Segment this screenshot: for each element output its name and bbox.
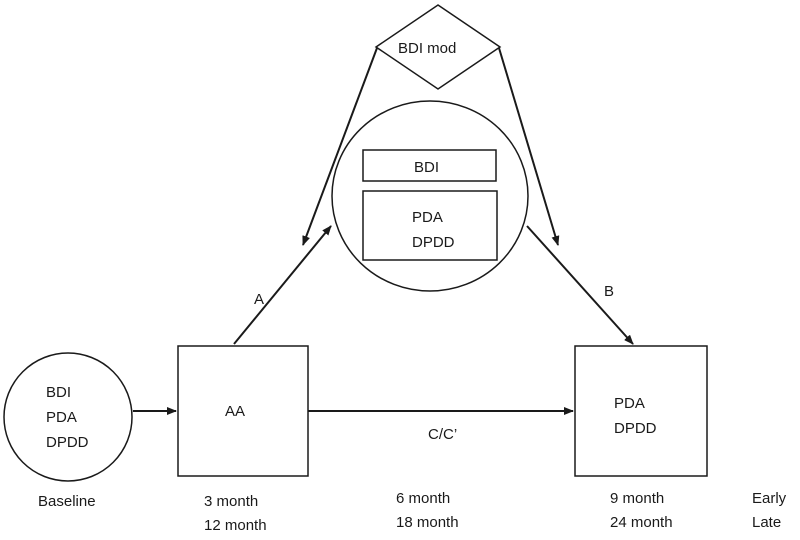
arrow-a-path xyxy=(233,225,332,345)
outcome-box xyxy=(574,345,708,477)
mediator-node: BDI PDA DPDD xyxy=(331,100,529,292)
timeline-t1-late: 12 month xyxy=(204,517,267,534)
mediator-line-dpdd: DPDD xyxy=(412,234,455,251)
path-label-c: C/C’ xyxy=(428,426,457,443)
baseline-node: BDI PDA DPDD xyxy=(3,352,133,482)
aa-box xyxy=(177,345,309,477)
moderator-label: BDI mod xyxy=(398,40,456,57)
arrow-b-path xyxy=(526,225,634,345)
arrow-moderator-to-b xyxy=(498,47,560,246)
mediator-outcomes-box xyxy=(362,190,498,261)
mediator-line-pda: PDA xyxy=(412,209,443,226)
arrow-moderator-to-a xyxy=(302,47,378,246)
mediator-bdi-label: BDI xyxy=(414,159,439,176)
baseline-circle xyxy=(3,352,133,482)
timeline-t1-early: 3 month xyxy=(204,493,258,510)
timeline-baseline: Baseline xyxy=(38,493,96,510)
outcome-line-pda: PDA xyxy=(614,395,645,412)
moderator-node: BDI mod xyxy=(374,4,502,90)
path-label-a: A xyxy=(254,291,264,308)
path-label-b: B xyxy=(604,283,614,300)
aa-label: AA xyxy=(225,403,245,420)
moderator-diamond xyxy=(374,4,502,90)
aa-node: AA xyxy=(177,345,309,477)
outcome-line-dpdd: DPDD xyxy=(614,420,657,437)
mediator-bdi-box xyxy=(362,149,497,182)
timeline-t3-late: 24 month xyxy=(610,514,673,531)
timeline-phase-early: Early xyxy=(752,490,787,507)
timeline-t2-late: 18 month xyxy=(396,514,459,531)
timeline-t3-early: 9 month xyxy=(610,490,664,507)
baseline-line-pda: PDA xyxy=(46,409,77,426)
baseline-line-dpdd: DPDD xyxy=(46,434,89,451)
timeline-t2-early: 6 month xyxy=(396,490,450,507)
timeline-phase-late: Late xyxy=(752,514,781,531)
outcome-node: PDA DPDD xyxy=(574,345,708,477)
baseline-line-bdi: BDI xyxy=(46,384,71,401)
